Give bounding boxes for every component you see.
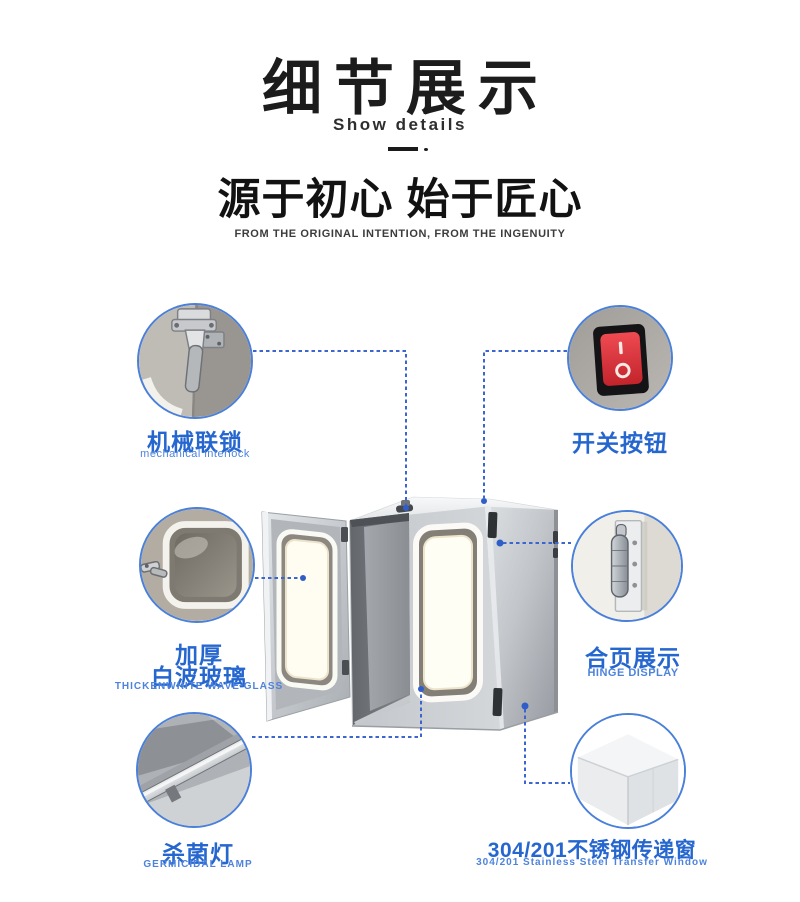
callout-dots	[300, 498, 529, 710]
interlock-photo-icon	[139, 305, 251, 417]
interlock-photo-circle	[137, 303, 253, 419]
box-hinges	[487, 511, 558, 717]
interlock-callout-line	[253, 350, 407, 506]
switch-label: 开关按钮	[572, 430, 668, 456]
open-door	[261, 511, 351, 722]
lamp-label: 杀菌灯	[162, 841, 234, 867]
hinge-photo-circle	[571, 510, 683, 622]
switch-photo-icon	[569, 307, 671, 409]
slogan-heading: 源于初心 始于匠心	[217, 176, 583, 224]
lamp-tube	[138, 729, 250, 804]
material-photo-icon	[572, 715, 684, 827]
slogan-subtext: FROM THE ORIGINAL INTENTION, FROM THE IN…	[234, 228, 566, 240]
interlock-label: 机械联锁	[147, 429, 243, 455]
glass-label-line2: 白波玻璃	[151, 664, 247, 690]
title-divider	[388, 146, 434, 152]
switch-callout-line	[483, 350, 567, 498]
divider-dot-icon	[424, 148, 428, 151]
material-label: 304/201不锈钢传递窗	[487, 839, 697, 862]
callout-lines	[252, 350, 571, 784]
hinge-sublabel: HINGE DISPLAY	[587, 667, 679, 679]
page-subtitle: Show details	[333, 115, 467, 134]
material-sublabel: 304/201 Stainless Steel Transfer Window	[476, 857, 708, 868]
glass-label-line1: 加厚	[175, 642, 223, 668]
glass-photo-icon	[141, 509, 253, 621]
front-window	[413, 522, 483, 703]
glass-sublabel: THICKENWHITE WAVE GLASS	[114, 681, 284, 692]
box-body	[348, 496, 559, 731]
hinge-photo-icon	[573, 512, 681, 620]
switch-photo-circle	[567, 305, 673, 411]
side-panel	[485, 507, 558, 730]
material-callout-line	[524, 709, 570, 784]
door-window	[276, 529, 338, 691]
lamp-photo-circle	[136, 712, 252, 828]
lamp-photo-icon	[138, 714, 250, 826]
glass-photo-circle	[139, 507, 255, 623]
material-photo-circle	[570, 713, 686, 829]
interlock-sublabel: mechanical interlock	[140, 448, 250, 460]
divider-dash-icon	[388, 147, 418, 151]
lamp-callout-line	[252, 691, 422, 738]
hinge-label: 合页展示	[585, 645, 681, 671]
lamp-sublabel: GERMICIDAL LAMP	[143, 859, 253, 870]
page-title: 细节展示	[262, 56, 550, 122]
